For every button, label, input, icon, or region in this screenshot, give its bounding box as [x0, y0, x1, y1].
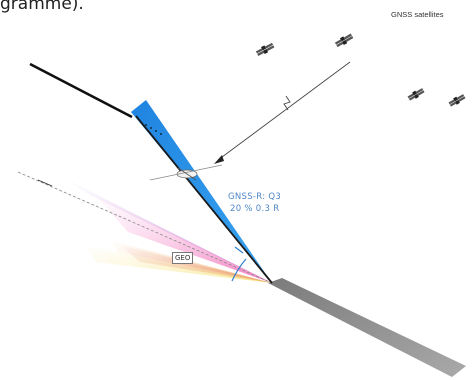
annotation-line-1: GNSS-R: Q3	[228, 192, 282, 202]
aircraft-icon	[149, 164, 223, 181]
scale-tick	[37, 179, 53, 187]
swath-edge-line	[135, 115, 273, 284]
sensor-swath	[131, 100, 272, 283]
upper-arm-line	[29, 62, 133, 119]
annotation-line-2: 20 % 0.3 R	[230, 204, 280, 214]
angle-box-label: GEO	[172, 252, 194, 264]
reflection-band	[268, 278, 466, 377]
lightning-signal-icon	[283, 95, 291, 111]
angle-arc	[231, 258, 247, 282]
fan-violet	[60, 176, 272, 283]
angle-tick	[234, 246, 244, 254]
signal-arrowhead	[214, 155, 224, 164]
satellite-icon	[447, 92, 467, 108]
caption-fragment: gramme).	[0, 0, 84, 14]
fan-yellow	[86, 246, 272, 283]
satellite-icon	[406, 86, 426, 102]
gnss-signal-line	[217, 61, 351, 161]
swath-dots	[145, 124, 162, 135]
satellite-icon	[334, 32, 355, 49]
incidence-dashed-line	[17, 171, 273, 284]
fan-pink	[95, 195, 272, 283]
gnss-satellites-label: GNSS satellites	[391, 10, 444, 19]
satellite-icon	[255, 41, 276, 58]
